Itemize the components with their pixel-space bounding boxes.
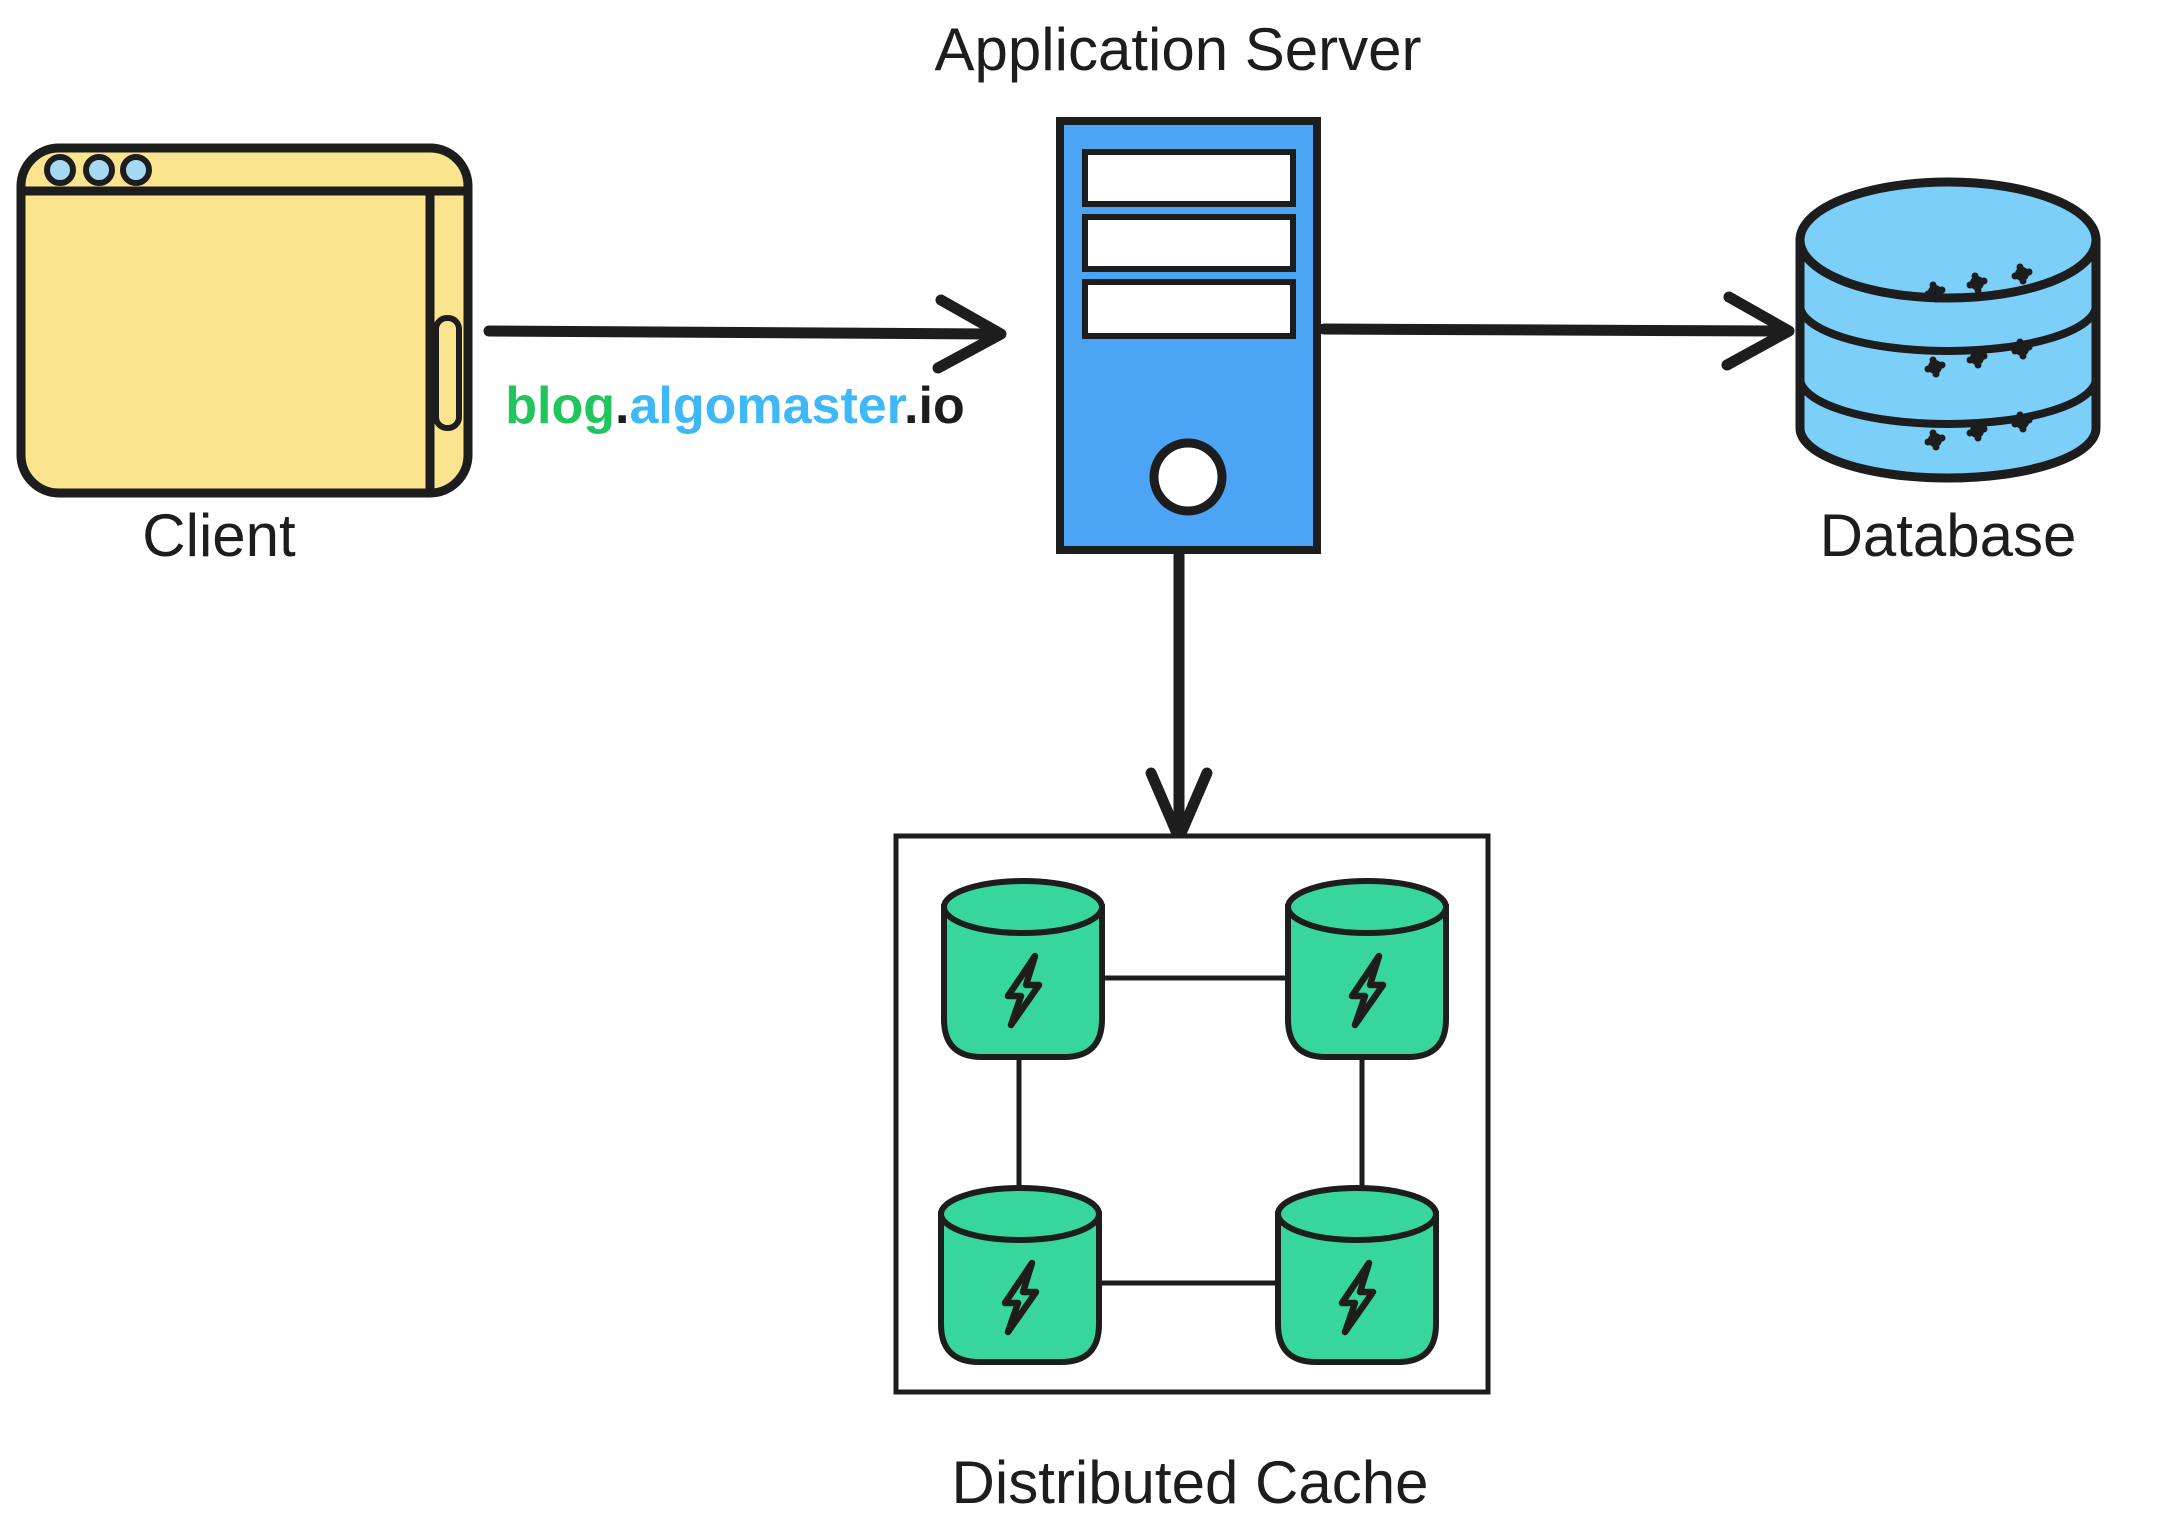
- cache-cylinder-top: [1285, 878, 1449, 936]
- database-layer-divider: [1796, 377, 2100, 428]
- cache-cylinder-top: [941, 878, 1105, 936]
- cache-cylinder-body: [1285, 904, 1449, 1060]
- database-node: Database: [1795, 177, 2101, 569]
- watermark-algomaster: algomaster: [629, 377, 905, 435]
- server-slot: [1082, 149, 1296, 207]
- cache-cylinder-body: [1275, 1211, 1439, 1365]
- client-node: Client: [16, 143, 473, 569]
- server-slot: [1082, 279, 1296, 339]
- cache-connections: [1016, 975, 1365, 1286]
- watermark-dotio: .io: [904, 377, 965, 435]
- cache-cylinder-body: [941, 904, 1105, 1060]
- arrow-head-icon: [932, 294, 1007, 374]
- browser-scrollbar: [433, 315, 462, 431]
- cache-node-4: [1275, 1185, 1439, 1365]
- distributed-cache-node: Distributed Cache: [893, 833, 1491, 1516]
- cache-cylinder-top: [938, 1185, 1102, 1243]
- cache-cylinder-body: [938, 1211, 1102, 1365]
- window-dot-icon: [120, 154, 152, 186]
- window-dot-icon: [44, 154, 76, 186]
- cache-node-2: [1285, 878, 1449, 1060]
- watermark: blog.algomaster.io: [500, 376, 970, 436]
- server-power-button-icon: [1149, 438, 1227, 516]
- arrow-shaft: [1318, 323, 1784, 337]
- cache-cylinder-top: [1275, 1185, 1439, 1243]
- watermark-blog: blog: [505, 377, 616, 435]
- app-server-node: Application Server: [935, 16, 1422, 554]
- distributed-cache-label: Distributed Cache: [952, 1449, 1429, 1516]
- watermark-dot1: .: [615, 377, 630, 435]
- database-cylinder-top: [1795, 177, 2101, 303]
- window-dot-icon: [83, 154, 115, 186]
- app-server-label: Application Server: [935, 16, 1422, 83]
- cache-node-3: [938, 1185, 1102, 1365]
- server-slot: [1082, 214, 1296, 272]
- server-to-cache-arrow: [1145, 547, 1213, 844]
- server-to-database-arrow: [1318, 291, 1795, 371]
- database-label: Database: [1820, 502, 2077, 569]
- browser-window: [16, 143, 473, 498]
- client-to-server-arrow: [483, 294, 1007, 374]
- arrow-shaft: [483, 325, 996, 340]
- cache-node-1: [941, 878, 1105, 1060]
- arrow-head-icon: [1721, 291, 1795, 371]
- client-label: Client: [142, 502, 296, 569]
- database-layer-divider: [1796, 304, 2100, 355]
